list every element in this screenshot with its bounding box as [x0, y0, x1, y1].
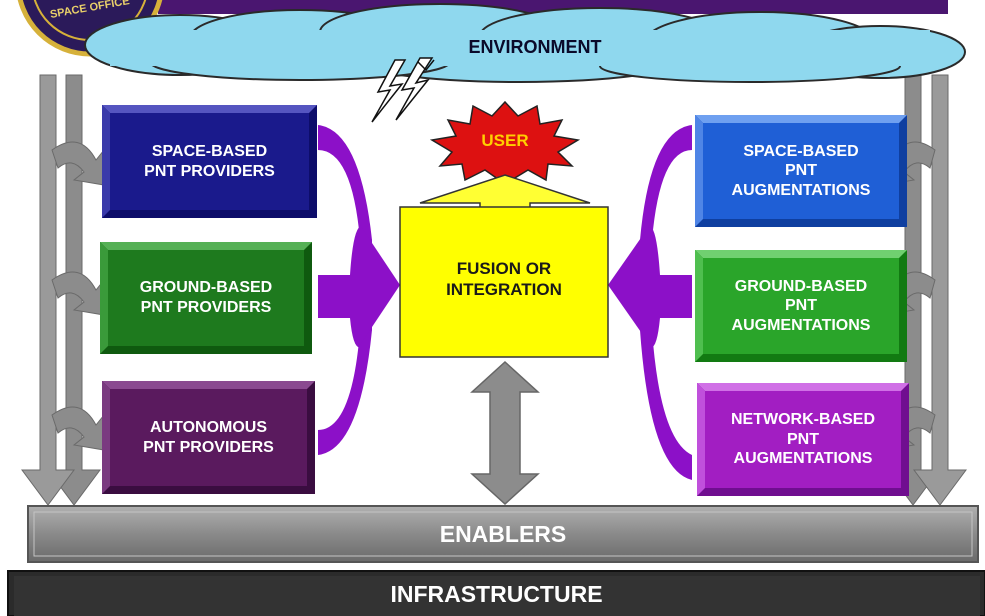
provider-box-ground	[100, 242, 312, 354]
infrastructure-label: INFRASTRUCTURE	[390, 581, 603, 608]
augmentation-box-network	[697, 383, 909, 496]
right-purple-arrows	[608, 125, 692, 480]
enablers-label: ENABLERS	[439, 520, 567, 547]
header-bar	[158, 0, 948, 14]
fusion-enablers-double-arrow	[470, 360, 540, 506]
provider-box-autonomous	[102, 381, 315, 494]
provider-label-space: SPACE-BASED PNT PROVIDERS	[144, 142, 275, 180]
cloud-fill	[110, 30, 930, 66]
environment-label: ENVIRONMENT	[468, 37, 602, 58]
augmentation-label-space: SPACE-BASED PNT AUGMENTATIONS	[731, 142, 871, 199]
augmentation-box-ground	[695, 250, 907, 362]
provider-label-ground: GROUND-BASED PNT PROVIDERS	[139, 279, 273, 316]
augmentation-box-space	[695, 115, 907, 227]
lightning-icon	[371, 57, 435, 123]
enablers-bar	[27, 505, 979, 563]
augmentation-label-ground: GROUND-BASED PNT AUGMENTATIONS	[731, 277, 871, 334]
left-gray-arrow	[21, 74, 105, 506]
provider-box-space	[102, 105, 317, 218]
provider-label-autonomous: AUTONOMOUS PNT PROVIDERS	[143, 418, 274, 456]
fusion-label: FUSION OR INTEGRATION	[446, 259, 562, 299]
fusion-up-arrow	[419, 174, 591, 209]
augmentation-label-network: NETWORK-BASED PNT AUGMENTATIONS	[731, 411, 875, 468]
fusion-box	[399, 206, 609, 358]
user-label: USER	[481, 130, 529, 150]
left-purple-arrows	[318, 125, 400, 455]
